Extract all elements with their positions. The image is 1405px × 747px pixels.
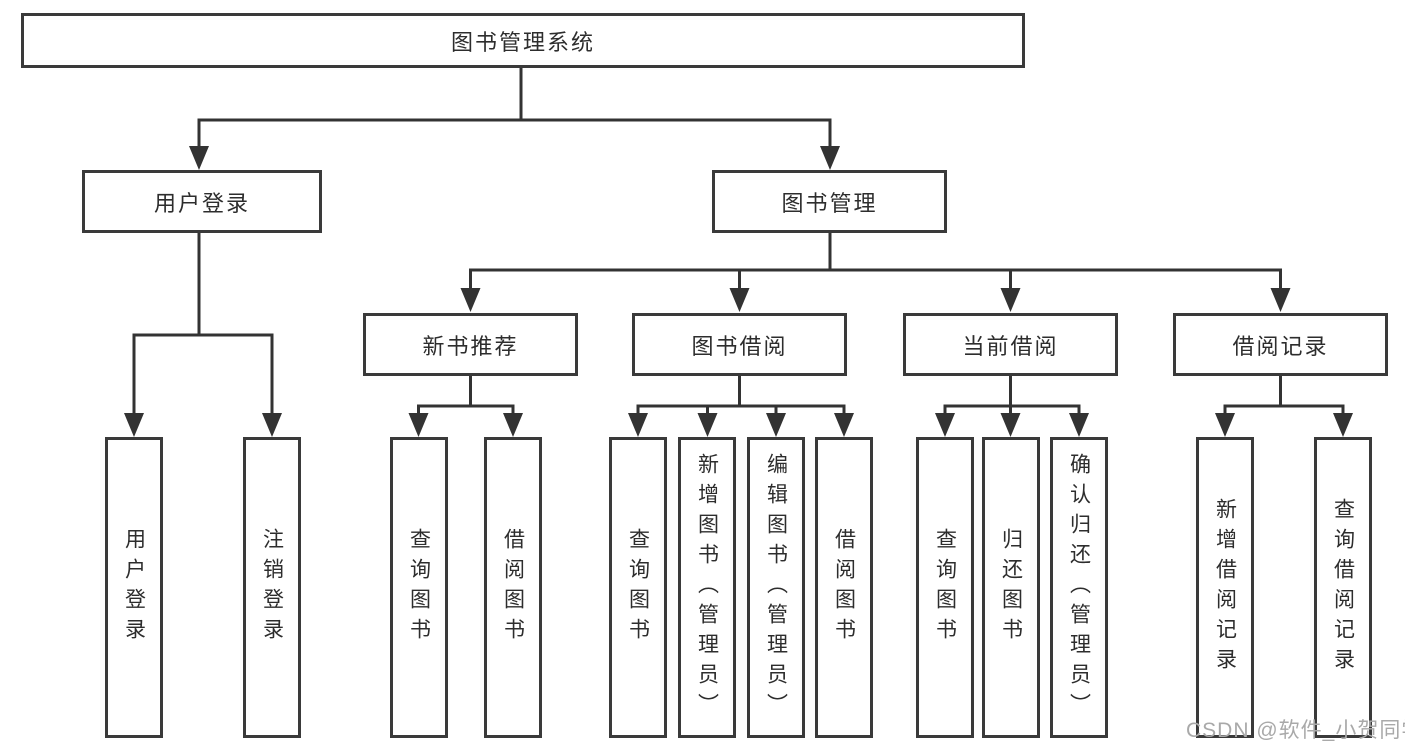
node-leaf-query-borrow-record: 查询借阅记录 bbox=[1314, 437, 1372, 738]
leaf-label: 查询图书 bbox=[933, 527, 957, 648]
node-leaf-query-books-current: 查询图书 bbox=[916, 437, 974, 738]
leaf-label: 新增图书（管理员） bbox=[695, 452, 719, 723]
leaf-label: 查询图书 bbox=[626, 527, 650, 648]
node-leaf-add-books-admin: 新增图书（管理员） bbox=[678, 437, 736, 738]
node-current-borrow: 当前借阅 bbox=[903, 313, 1118, 376]
connector-path bbox=[132, 66, 1345, 418]
leaf-label: 查询借阅记录 bbox=[1331, 497, 1355, 678]
node-leaf-user-login: 用户登录 bbox=[105, 437, 163, 738]
node-leaf-query-books-borrow: 查询图书 bbox=[609, 437, 667, 738]
node-new-book-recommend: 新书推荐 bbox=[363, 313, 578, 376]
leaf-label: 新增借阅记录 bbox=[1213, 497, 1237, 678]
node-leaf-borrow-books: 借阅图书 bbox=[815, 437, 873, 738]
node-leaf-return-books: 归还图书 bbox=[982, 437, 1040, 738]
leaf-label: 注销登录 bbox=[260, 527, 284, 648]
leaf-label: 确认归还（管理员） bbox=[1067, 452, 1091, 723]
arrowheads bbox=[124, 146, 1353, 437]
leaf-label: 借阅图书 bbox=[501, 527, 525, 648]
node-leaf-borrow-books-recommend: 借阅图书 bbox=[484, 437, 542, 738]
node-library-system: 图书管理系统 bbox=[21, 13, 1025, 68]
leaf-label: 查询图书 bbox=[407, 527, 431, 648]
leaf-label: 用户登录 bbox=[122, 527, 146, 648]
node-leaf-confirm-return-admin: 确认归还（管理员） bbox=[1050, 437, 1108, 738]
node-leaf-query-books-recommend: 查询图书 bbox=[390, 437, 448, 738]
node-user-login: 用户登录 bbox=[82, 170, 322, 233]
leaf-label: 归还图书 bbox=[999, 527, 1023, 648]
node-leaf-logout: 注销登录 bbox=[243, 437, 301, 738]
node-book-management: 图书管理 bbox=[712, 170, 947, 233]
node-leaf-edit-books-admin: 编辑图书（管理员） bbox=[747, 437, 805, 738]
leaf-label: 编辑图书（管理员） bbox=[764, 452, 788, 723]
watermark: CSDN @软件_小贺同学 bbox=[1186, 719, 1405, 742]
node-borrow-records: 借阅记录 bbox=[1173, 313, 1388, 376]
node-book-borrow: 图书借阅 bbox=[632, 313, 847, 376]
node-leaf-add-borrow-record: 新增借阅记录 bbox=[1196, 437, 1254, 738]
leaf-label: 借阅图书 bbox=[832, 527, 856, 648]
